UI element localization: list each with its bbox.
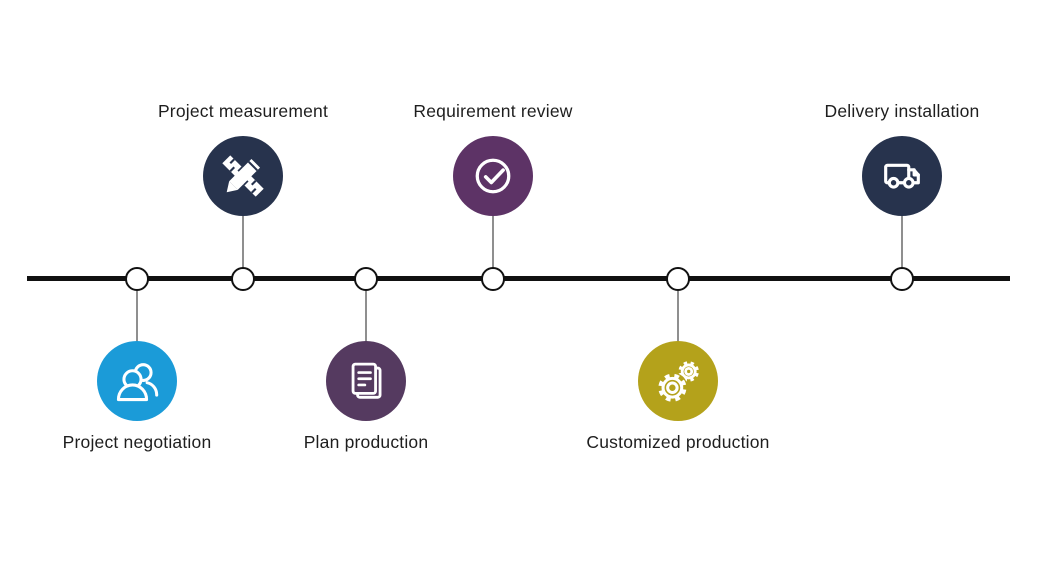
connector-line	[365, 291, 367, 342]
milestone-icon-bubble	[326, 341, 406, 421]
milestone-label: Delivery installation	[824, 101, 980, 121]
milestone-icon-bubble	[862, 136, 942, 216]
connector-line	[136, 291, 138, 342]
milestone-label: Project measurement	[157, 101, 329, 121]
milestone-label: Requirement review	[413, 101, 573, 121]
document-icon	[351, 362, 382, 399]
milestone-label: Plan production	[303, 432, 429, 452]
milestone-label: Customized production	[586, 432, 770, 452]
people-icon	[116, 363, 159, 402]
milestone-icon-bubble	[453, 136, 533, 216]
milestone-icon-bubble	[203, 136, 283, 216]
milestone-icon-bubble	[638, 341, 718, 421]
ruler-pencil-icon	[222, 155, 264, 197]
truck-icon	[884, 163, 920, 189]
timeline-axis	[27, 276, 1010, 281]
gears-icon	[657, 361, 699, 404]
milestone-icon-bubble	[97, 341, 177, 421]
milestone-label: Project negotiation	[62, 432, 212, 452]
connector-line	[242, 215, 244, 268]
check-circle-icon	[475, 158, 511, 194]
connector-line	[492, 215, 494, 268]
connector-line	[901, 215, 903, 268]
connector-line	[677, 291, 679, 342]
